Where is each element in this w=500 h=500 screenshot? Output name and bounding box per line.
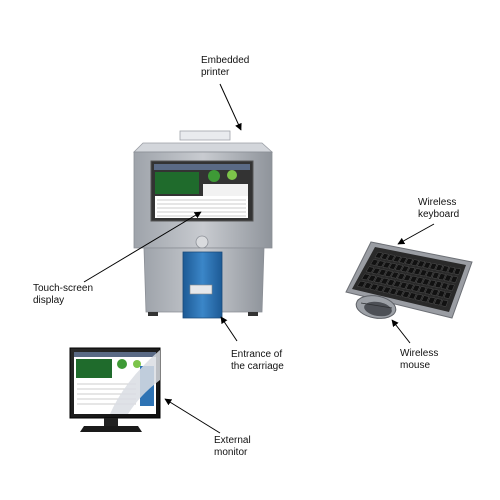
keyboard-key: [427, 296, 436, 304]
arrow-entrance-carriage: [220, 316, 238, 342]
keyboard-key: [380, 277, 389, 285]
keyboard-key: [382, 261, 391, 269]
keyboard-key: [450, 275, 458, 283]
keyboard-key: [403, 274, 412, 282]
keyboard-key: [415, 277, 424, 284]
keyboard-key: [361, 273, 371, 281]
keyboard-key: [447, 266, 456, 274]
keyboard-key: [413, 268, 422, 275]
arrow-wireless-mouse: [391, 319, 411, 344]
keyboard-key: [390, 271, 400, 279]
keyboard-key: [447, 283, 455, 291]
keyboard-key: [374, 251, 383, 259]
keyboard-key: [438, 273, 446, 281]
keyboard-key: [441, 265, 450, 273]
keyboard-key: [422, 278, 430, 286]
label-wireless-keyboard: Wireless keyboard: [418, 197, 460, 220]
keyboard-key: [363, 282, 373, 289]
keyboard-key: [367, 275, 377, 282]
keyboard-key: [372, 267, 381, 275]
keyboard-key: [370, 259, 379, 266]
keyboard-key: [434, 281, 443, 289]
keyboard-key: [453, 267, 462, 275]
keyboard-key: [414, 293, 423, 301]
keyboard-key: [386, 279, 396, 286]
keyboard-key: [376, 285, 385, 292]
keyboard-key: [376, 260, 385, 268]
keyboard-key: [431, 271, 440, 279]
keyboard-key: [412, 284, 421, 292]
keyboard-key: [398, 256, 408, 264]
carriage-slot: [189, 284, 213, 295]
keyboard-key: [392, 255, 402, 263]
keyboard-key: [378, 269, 387, 276]
keyboard-key: [386, 254, 396, 261]
keyboard-key: [411, 259, 420, 267]
keyboard-key: [380, 253, 390, 260]
arrow-touch-screen: [83, 211, 202, 283]
keyboard-keys: [357, 251, 462, 307]
keyboard-key: [405, 258, 414, 265]
label-embedded-printer: Embedded printer: [201, 55, 250, 78]
keyboard-key: [419, 269, 428, 277]
keyboard-key: [428, 279, 437, 287]
device-top: [133, 142, 274, 153]
arrow-wireless-keyboard: [397, 223, 435, 245]
keyboard-key: [431, 288, 439, 297]
label-external-monitor: External monitor: [214, 435, 251, 458]
keyboard-key: [405, 283, 414, 291]
analyzer-device: [133, 130, 274, 319]
keyboard-key: [393, 280, 402, 288]
keyboard-key: [384, 270, 393, 278]
keyboard-key: [399, 281, 408, 289]
keyboard-key: [365, 266, 375, 273]
label-touch-screen-display: Touch-screen display: [33, 283, 94, 306]
keyboard-key: [401, 265, 410, 273]
keyboard-key: [395, 289, 404, 297]
label-wireless-mouse: Wireless mouse: [400, 348, 439, 371]
printer-slot: [179, 130, 231, 141]
power-button: [195, 235, 209, 249]
keyboard-key: [369, 283, 379, 291]
arrow-external-monitor: [164, 398, 221, 434]
keyboard-key: [418, 286, 427, 294]
arrow-embedded-printer: [219, 83, 242, 131]
keyboard-key: [425, 270, 434, 278]
keyboard-key: [389, 288, 398, 295]
external-monitor: [69, 347, 161, 432]
wireless-mouse: [355, 295, 397, 319]
keyboard-key: [423, 261, 432, 269]
keyboard-key: [409, 275, 418, 283]
keyboard-key: [401, 290, 411, 298]
leader-arrows: [83, 83, 435, 434]
keyboard-key: [444, 274, 452, 282]
keyboard-key: [440, 299, 449, 307]
keyboard-key: [374, 276, 383, 284]
keyboard-key: [357, 280, 366, 288]
wireless-keyboard: [345, 241, 473, 319]
keyboard-key: [417, 260, 426, 268]
keyboard-key: [440, 282, 449, 290]
keyboard-key: [407, 266, 416, 274]
touch-screen: [150, 160, 254, 222]
keyboard-key: [437, 290, 446, 298]
label-entrance-of-carriage: Entrance of the carriage: [231, 349, 284, 372]
keyboard-key: [429, 262, 438, 270]
keyboard-key: [382, 286, 392, 294]
keyboard-key: [394, 264, 404, 271]
keyboard-key: [421, 295, 430, 303]
keyboard-key: [408, 292, 417, 300]
keyboard-key: [397, 273, 406, 280]
keyboard-key: [388, 263, 397, 270]
keyboard-key: [435, 264, 444, 272]
keyboard-key: [424, 287, 433, 295]
keyboard-key: [443, 291, 452, 299]
keyboard-key: [434, 298, 442, 306]
